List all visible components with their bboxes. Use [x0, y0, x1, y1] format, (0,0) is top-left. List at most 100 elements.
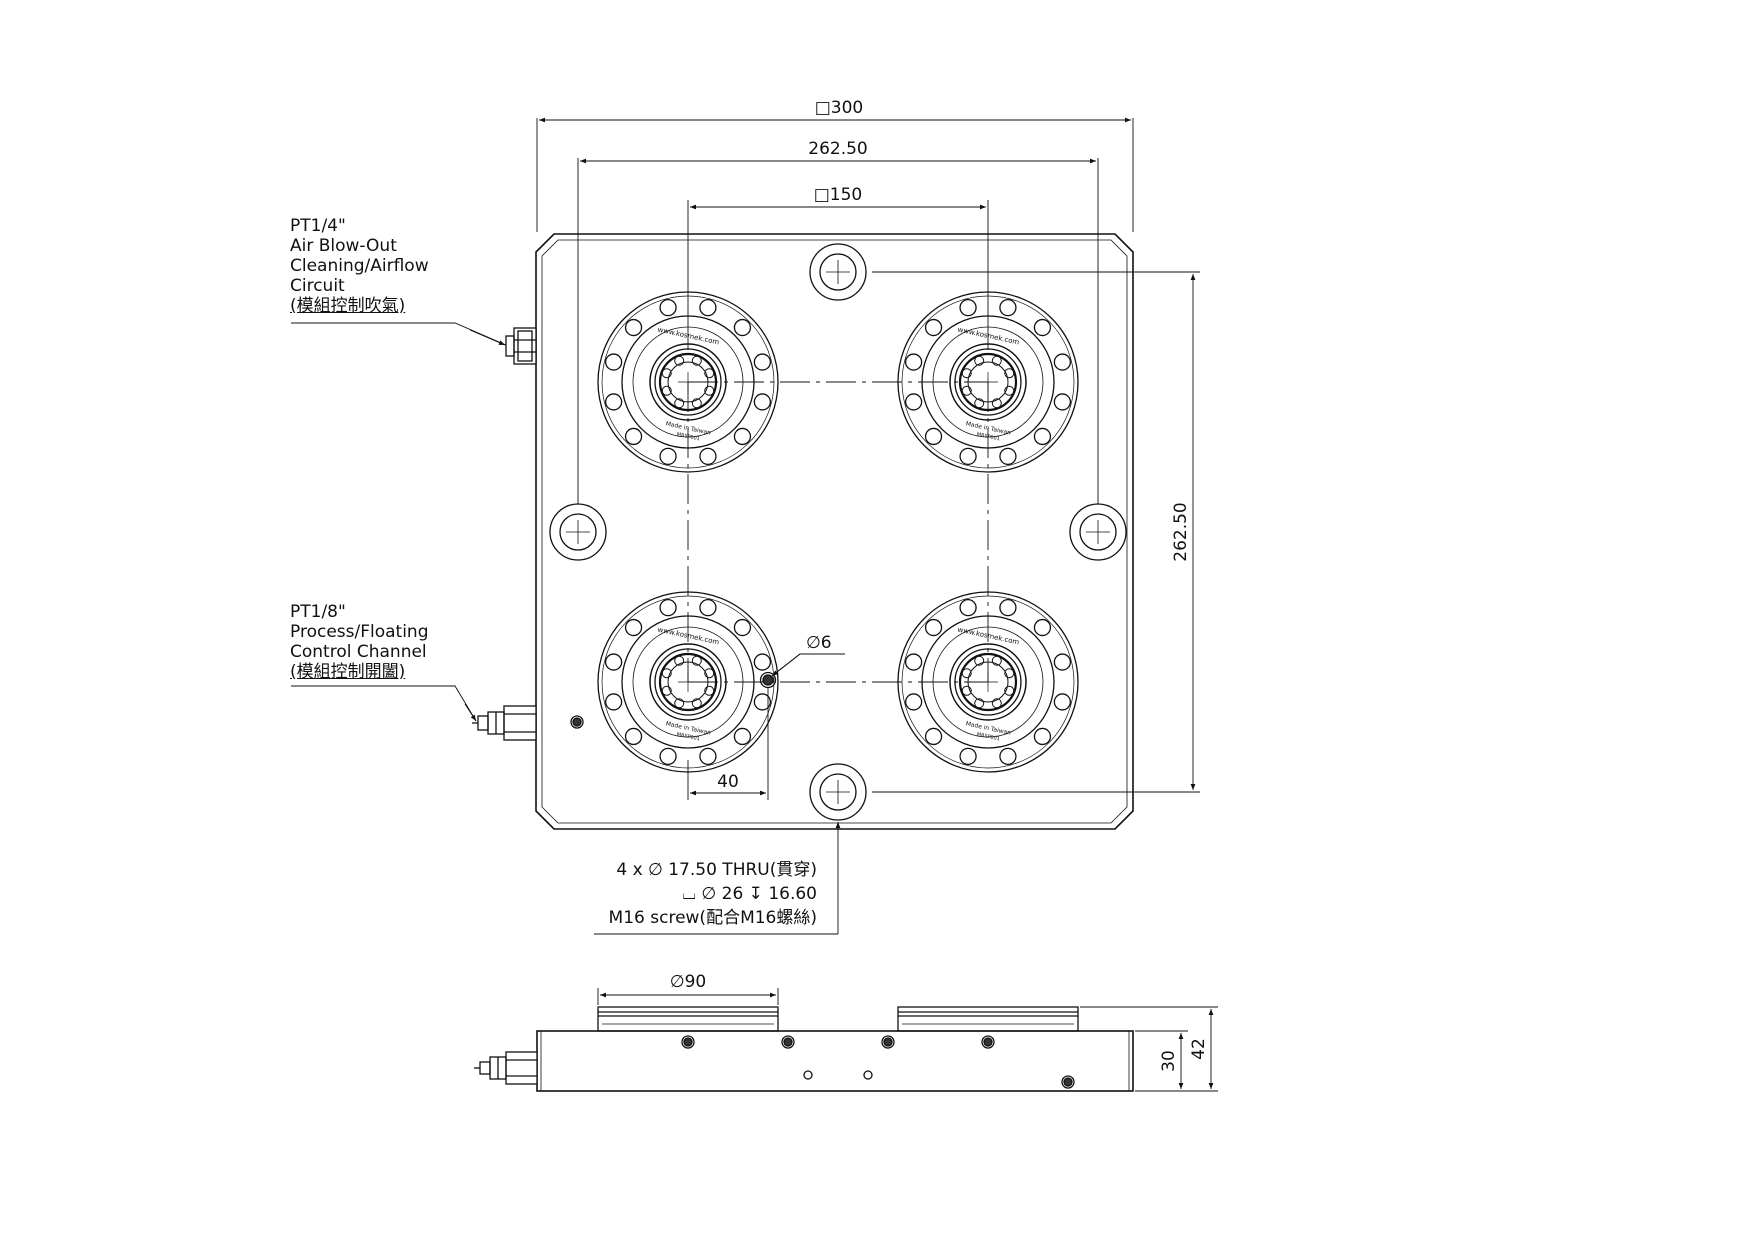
dimension-texts-top: □300 262.50 □150 262.50 ∅6 40: [717, 98, 1191, 792]
process-line-4: (模組控制開闔): [290, 662, 406, 682]
spline-lobe: [691, 655, 702, 666]
dimension-lines-side: [597, 988, 1218, 1092]
flange-bolt-hole: [699, 447, 717, 466]
side-view: [474, 1006, 1134, 1092]
module-spline: [958, 652, 1018, 712]
flange-bolt-hole: [1053, 693, 1072, 711]
module-bore-outer: [949, 643, 1027, 721]
spline-lobe: [704, 368, 715, 379]
module-body-ring: [921, 615, 1055, 749]
process-note: PT1/8" Process/Floating Control Channel …: [290, 602, 429, 682]
spline-lobe: [1004, 385, 1015, 396]
dim-total-height-label: 42: [1189, 1038, 1209, 1060]
spline-lobe: [961, 385, 972, 396]
spline-lobe: [704, 685, 715, 696]
side-module-left: [597, 1006, 779, 1032]
spline-lobe: [691, 398, 702, 409]
air-blow-line-5: (模組控制吹氣): [290, 296, 406, 316]
spline-lobe: [991, 655, 1002, 666]
flange-bolt-hole: [753, 393, 772, 411]
flange-bolt-hole: [699, 598, 717, 617]
spline-lobe: [661, 385, 672, 396]
small-hole: [572, 717, 582, 727]
mount-hole-bottom: [809, 763, 867, 821]
dim-pin-hole-label: ∅6: [806, 633, 832, 653]
mount-hole-line-3: M16 screw(配合M16螺絲): [608, 908, 817, 928]
module-core: [967, 661, 1009, 703]
flange-bolt-hole: [1053, 393, 1072, 411]
spline-lobe: [974, 655, 985, 666]
flange-bolt-hole: [659, 598, 677, 617]
flange-bolt-hole: [604, 393, 623, 411]
flange-bolt-hole: [924, 618, 943, 637]
mount-hole-note: 4 x ∅ 17.50 THRU(貫穿) ⌴ ∅ 26 ↧ 16.60 M16 …: [609, 858, 817, 930]
dim-vertical-label: 262.50: [1171, 502, 1191, 561]
module-core: [967, 361, 1009, 403]
module-bore-outer: [649, 643, 727, 721]
flange-bolt-hole: [904, 353, 923, 371]
flange-bolt-hole: [959, 747, 977, 766]
dimension-texts-side: ∅90 30 42: [670, 972, 1209, 1072]
flange-bolt-hole: [924, 427, 943, 446]
flange-bolt-hole: [924, 727, 943, 746]
spline-lobe: [674, 698, 685, 709]
spline-lobe: [991, 398, 1002, 409]
flange-bolt-hole: [959, 298, 977, 317]
mount-hole-right: [1069, 503, 1127, 561]
dim-pin-offset-label: 40: [717, 772, 739, 792]
flange-bolt-hole: [733, 318, 752, 337]
dim-plate-height-label: 30: [1159, 1050, 1179, 1072]
flange-bolt-hole: [733, 427, 752, 446]
flange-bolt-hole: [604, 653, 623, 671]
flange-bolt-hole: [1053, 353, 1072, 371]
spline-lobe: [661, 668, 672, 679]
module-engraving-model: MRSP001: [976, 432, 1000, 443]
module-body-ring: [621, 615, 755, 749]
air-blow-note: PT1/4" Air Blow-Out Cleaning/Airflow Cir…: [290, 216, 429, 316]
spline-lobe: [661, 685, 672, 696]
flange-bolt-hole: [1033, 427, 1052, 446]
spline-lobe: [691, 698, 702, 709]
flange-bolt-hole: [959, 447, 977, 466]
dim-diameter-label: ∅90: [670, 972, 706, 992]
side-module-right: [897, 1006, 1079, 1032]
spline-lobe: [704, 668, 715, 679]
spline-lobe: [1004, 368, 1015, 379]
flange-bolt-hole: [904, 693, 923, 711]
process-fitting-pt18: [472, 705, 537, 741]
flange-bolt-hole: [999, 598, 1017, 617]
spline-lobe: [691, 355, 702, 366]
side-screws: [683, 1037, 1073, 1087]
side-ports: [681, 1035, 1075, 1089]
spline-lobe: [674, 655, 685, 666]
base-plate-outline: [535, 233, 1134, 830]
flange-bolt-hole: [604, 693, 623, 711]
flange-bolt-hole: [733, 618, 752, 637]
flange-bolt-hole: [699, 747, 717, 766]
process-line-1: PT1/8": [290, 602, 346, 622]
process-line-2: Process/Floating: [290, 622, 429, 642]
air-blow-line-3: Cleaning/Airflow: [290, 256, 429, 276]
mount-hole-top: [809, 243, 867, 301]
flange-bolt-hole: [924, 318, 943, 337]
flange-bolt-hole: [604, 353, 623, 371]
spline-lobe: [704, 385, 715, 396]
flange-bolt-hole: [659, 447, 677, 466]
air-fitting-pt14: [505, 327, 537, 365]
spline-lobe: [674, 398, 685, 409]
flange-bolt-hole: [659, 747, 677, 766]
flange-bolt-hole: [1033, 618, 1052, 637]
flange-bolt-hole: [624, 318, 643, 337]
flange-bolt-hole: [753, 653, 772, 671]
process-line-3: Control Channel: [290, 642, 427, 662]
spline-lobe: [961, 668, 972, 679]
module-flange: [897, 591, 1079, 773]
spline-lobe: [1004, 668, 1015, 679]
flange-bolt-hole: [999, 298, 1017, 317]
module-spline: [658, 352, 718, 412]
flange-bolt-hole: [999, 447, 1017, 466]
dim-overall-label: □300: [815, 98, 864, 118]
module-engraving-model: MRSP001: [676, 432, 700, 443]
